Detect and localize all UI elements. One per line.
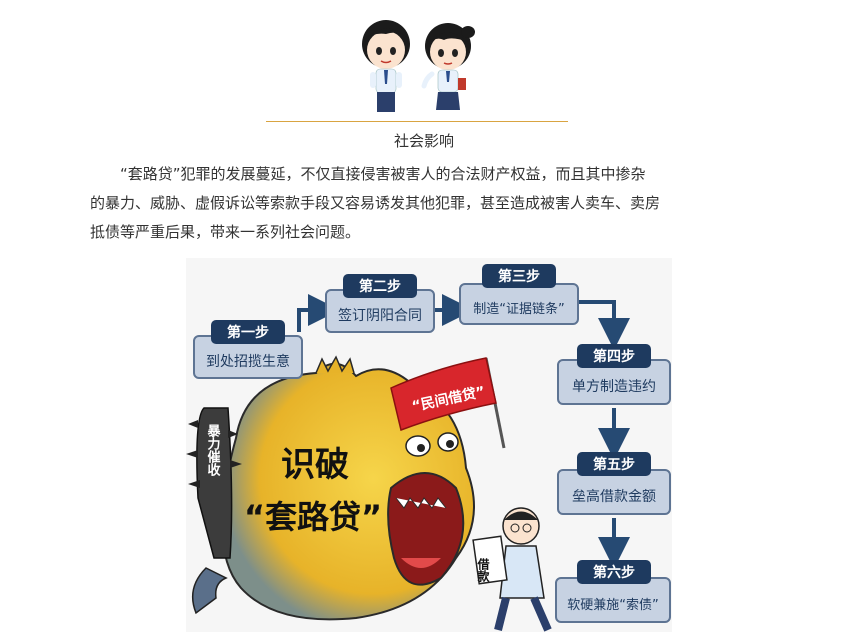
step-text: 软硬兼施“索债” <box>567 598 658 613</box>
step-text: 垒高借款金额 <box>572 488 656 505</box>
section-title: 社会影响 <box>393 132 454 150</box>
step-title: 第三步 <box>498 268 540 285</box>
taolu-loan-illustration: 暴力催收 “民间借贷” 识破 “套路贷” 借款 第一步 到处招揽生意 第二步 签… <box>186 258 672 632</box>
monster-title-1: 识破 <box>281 445 349 485</box>
step-text: 单方制造违约 <box>572 379 656 395</box>
paragraph-line: “套路贷”犯罪的发展蔓延，不仅直接侵害被害人的合法财产权益，而且其中掺杂 <box>120 165 646 183</box>
borrower-figure: 借款 <box>472 507 552 632</box>
step-title: 第六步 <box>593 564 635 581</box>
violent-collection-club: 暴力催收 <box>186 407 242 559</box>
step-box: 第五步 垒高借款金额 <box>557 452 671 515</box>
flow-arrows <box>297 294 630 569</box>
step-text: 签订阴阳合同 <box>338 307 422 324</box>
monster-title-2: “套路贷” <box>244 498 382 536</box>
boy-mascot <box>362 20 410 112</box>
section-divider <box>266 121 568 122</box>
step-text: 到处招揽生意 <box>206 353 290 370</box>
step-box: 第四步 单方制造违约 <box>557 344 671 405</box>
paragraph-line: 的暴力、威胁、虚假诉讼等索款手段又容易诱发其他犯罪，甚至造成被害人卖车、卖房 <box>90 194 661 212</box>
step-title: 第四步 <box>593 348 635 365</box>
step-text: 制造“证据链条” <box>473 301 564 317</box>
loan-paper-label: 借款 <box>476 557 490 583</box>
step-box: 第二步 签订阴阳合同 <box>325 274 435 333</box>
mascot-illustration <box>362 20 475 112</box>
body-paragraph: “套路贷”犯罪的发展蔓延，不仅直接侵害被害人的合法财产权益，而且其中掺杂 的暴力… <box>90 160 760 247</box>
club-label: 暴力催收 <box>205 424 222 477</box>
monster-tail <box>191 567 228 615</box>
step-title: 第五步 <box>593 456 635 473</box>
monster-illustration <box>221 355 475 621</box>
girl-mascot <box>421 23 475 110</box>
step-title: 第二步 <box>359 278 401 295</box>
step-box: 第三步 制造“证据链条” <box>459 264 579 325</box>
paragraph-line: 抵债等严重后果，带来一系列社会问题。 <box>90 223 361 241</box>
step-title: 第一步 <box>227 324 269 341</box>
step-box: 第一步 到处招揽生意 <box>193 320 303 379</box>
step-box: 第六步 软硬兼施“索债” <box>555 560 671 623</box>
